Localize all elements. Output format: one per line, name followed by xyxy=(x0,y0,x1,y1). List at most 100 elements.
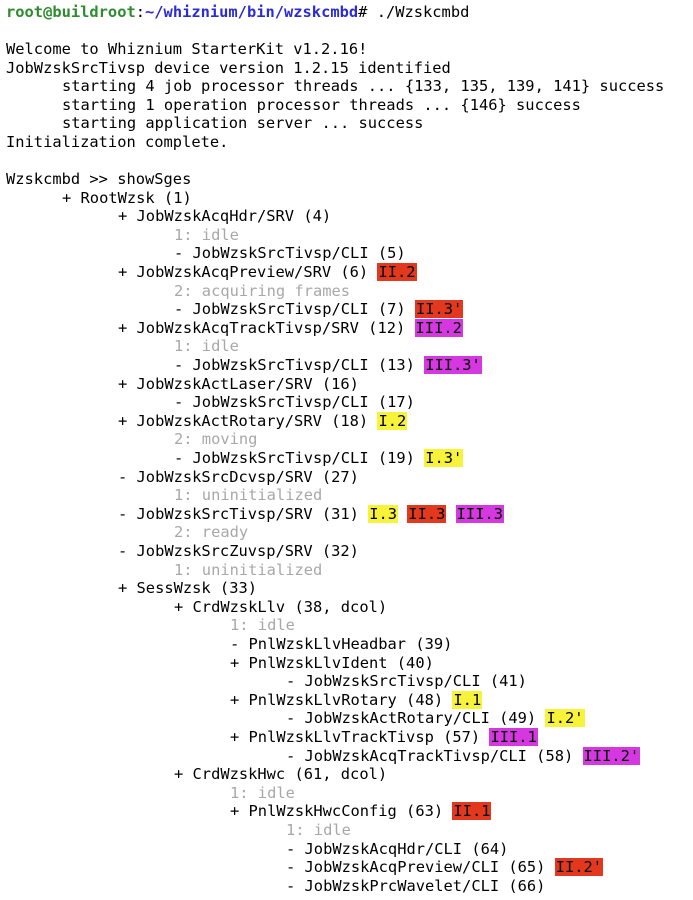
tree-state-text: 2: ready xyxy=(174,523,249,542)
boot-line: Welcome to Whiznium StarterKit v1.2.16! xyxy=(6,40,368,58)
tree-node-label: - JobWzskAcqPreview/CLI (65) xyxy=(286,858,546,877)
tree-state-text: 1: idle xyxy=(174,225,239,244)
tree-state-text: 1: idle xyxy=(286,821,351,839)
state-badge: III.3 xyxy=(455,504,504,523)
tree-node-label: + CrdWzskHwc (61, dcol) xyxy=(174,765,388,784)
tree-node: + JobWzskAcqHdr/SRV (4) xyxy=(118,207,331,226)
tree-node: - JobWzskAcqPreview/CLI (65) II.2' xyxy=(286,858,604,877)
tree-node-label: - JobWzskAcqHdr/CLI (64) xyxy=(286,839,509,858)
tree-node: + CrdWzskLlv (38, dcol) xyxy=(174,598,387,617)
tree-node-label: + PnlWzskHwcConfig (63) xyxy=(230,802,444,821)
tree-node: + JobWzskAcqTrackTivsp/SRV (12) III.2 xyxy=(118,318,463,338)
state-badge: II.3 xyxy=(407,504,447,523)
tree-state-line: 1: idle xyxy=(174,226,239,245)
tree-state-text: 1: idle xyxy=(230,616,295,635)
tree-node: - JobWzskSrcTivsp/CLI (17) xyxy=(174,393,415,412)
tree-node: + JobWzskAcqPreview/SRV (6) II.2 xyxy=(118,263,417,282)
tree-node-label: - JobWzskSrcTivsp/CLI (41) xyxy=(286,672,527,691)
state-badge: III.2' xyxy=(582,746,641,765)
boot-line: starting 4 job processor threads ... {13… xyxy=(62,77,665,96)
shell-prompt-line: root@buildroot:~/whiznium/bin/wzskcmbd# … xyxy=(6,3,469,22)
tree-node-label: - JobWzskSrcZuvsp/SRV (32) xyxy=(118,542,359,560)
tree-node: - JobWzskActRotary/CLI (49) I.2' xyxy=(286,709,585,728)
tree-state-text: 1: idle xyxy=(230,783,295,802)
cli-command-line: Wzskcmbd >> showSges xyxy=(6,170,191,189)
tree-node: + JobWzskActLaser/SRV (16) xyxy=(118,375,359,394)
tree-node-label: - JobWzskSrcTivsp/CLI (17) xyxy=(174,393,415,412)
tree-node: + CrdWzskHwc (61, dcol) xyxy=(174,765,387,784)
shell-command: ./Wzskcmbd xyxy=(376,3,470,21)
tree-node-label: - JobWzskPrcWavelet/CLI (66) xyxy=(286,876,546,895)
state-badge: I.1 xyxy=(452,690,483,709)
tree-node-label: + JobWzskActRotary/SRV (18) xyxy=(118,411,369,430)
tree-node-label: - JobWzskSrcTivsp/CLI (5) xyxy=(174,244,406,263)
state-badge: III.2 xyxy=(414,318,463,337)
tree-node-label: + JobWzskAcqPreview/SRV (6) xyxy=(118,263,369,281)
tree-node: - JobWzskSrcTivsp/CLI (7) II.3' xyxy=(174,300,464,319)
tree-node-label: + CrdWzskLlv (38, dcol) xyxy=(174,597,388,616)
tree-state-text: 1: uninitialized xyxy=(174,486,323,505)
tree-node-label: - JobWzskSrcTivsp/CLI (7) xyxy=(174,300,406,319)
tree-node-label: + PnlWzskLlvTrackTivsp (57) xyxy=(230,728,481,746)
tree-node-label: + PnlWzskLlvRotary (48) xyxy=(230,690,444,709)
tree-node: - JobWzskSrcZuvsp/SRV (32) xyxy=(118,542,359,561)
tree-state-line: 1: idle xyxy=(230,784,295,803)
boot-line: Initialization complete. xyxy=(6,133,229,151)
tree-node-label: + JobWzskActLaser/SRV (16) xyxy=(118,374,359,393)
tree-node-label: - JobWzskSrcTivsp/SRV (31) xyxy=(118,504,359,523)
tree-node: - JobWzskSrcTivsp/CLI (19) I.3' xyxy=(174,449,464,468)
state-badge: I.2' xyxy=(545,709,585,728)
tree-node-label: - JobWzskSrcDcvsp/SRV (27) xyxy=(118,467,359,486)
boot-line: JobWzskSrcTivsp device version 1.2.15 id… xyxy=(6,58,451,77)
tree-state-line: 2: acquiring frames xyxy=(174,282,350,301)
prompt-user-host: root@buildroot xyxy=(6,3,136,21)
tree-node: + RootWzsk (1) xyxy=(62,189,192,208)
tree-state-line: 2: ready xyxy=(174,523,248,542)
cli-command: showSges xyxy=(117,170,192,188)
tree-node: - JobWzskSrcTivsp/CLI (41) xyxy=(286,672,527,691)
tree-node: - JobWzskSrcTivsp/CLI (5) xyxy=(174,244,406,263)
prompt-separator: : xyxy=(135,3,146,21)
tree-node: + JobWzskActRotary/SRV (18) I.2 xyxy=(118,411,408,431)
state-badge: II.2 xyxy=(377,263,417,281)
tree-state-line: 1: uninitialized xyxy=(174,561,322,580)
tree-node: - JobWzskSrcDcvsp/SRV (27) xyxy=(118,468,359,487)
tree-node: + PnlWzskLlvTrackTivsp (57) III.1 xyxy=(230,728,538,747)
tree-node-label: - JobWzskSrcTivsp/CLI (13) xyxy=(174,356,415,374)
tree-state-line: 1: idle xyxy=(286,821,351,840)
tree-node-label: + RootWzsk (1) xyxy=(62,188,192,207)
tree-node-label: + PnlWzskLlvIdent (40) xyxy=(230,653,434,672)
tree-state-line: 1: idle xyxy=(174,337,239,356)
prompt-symbol: # xyxy=(358,3,377,21)
tree-node: - JobWzskAcqHdr/CLI (64) xyxy=(286,840,508,859)
tree-node-label: - JobWzskActRotary/CLI (49) xyxy=(286,709,537,728)
state-badge: I.3' xyxy=(424,449,464,467)
tree-node: - JobWzskPrcWavelet/CLI (66) xyxy=(286,877,545,896)
tree-node: + SessWzsk (33) xyxy=(118,579,257,598)
tree-state-text: 2: acquiring frames xyxy=(174,281,351,300)
tree-node-label: - JobWzskAcqTrackTivsp/CLI (58) xyxy=(286,746,574,765)
tree-node: + PnlWzskHwcConfig (63) II.1 xyxy=(230,802,492,821)
tree-node-label: - JobWzskSrcTivsp/CLI (19) xyxy=(174,449,415,467)
tree-state-text: 1: idle xyxy=(174,337,239,356)
tree-node: - JobWzskSrcTivsp/CLI (13) III.3' xyxy=(174,356,482,375)
tree-state-text: 2: moving xyxy=(174,430,258,449)
tree-state-line: 2: moving xyxy=(174,430,257,449)
state-badge: III.3' xyxy=(424,356,482,374)
tree-node: - JobWzskAcqTrackTivsp/CLI (58) III.2' xyxy=(286,746,641,766)
tree-state-text: 1: uninitialized xyxy=(174,560,323,579)
tree-state-line: 1: uninitialized xyxy=(174,486,322,505)
tree-node: + PnlWzskLlvIdent (40) xyxy=(230,654,434,673)
cli-prompt: Wzskcmbd >> xyxy=(6,170,118,188)
state-badge: II.3' xyxy=(414,300,464,319)
boot-line: starting 1 operation processor threads .… xyxy=(62,95,581,114)
state-badge: II.2' xyxy=(554,858,604,877)
tree-node: + PnlWzskLlvRotary (48) I.1 xyxy=(230,690,483,710)
tree-node-label: + JobWzskAcqTrackTivsp/SRV (12) xyxy=(118,318,406,337)
boot-line: starting application server ... success xyxy=(62,114,424,133)
state-badge: I.3 xyxy=(368,504,399,523)
tree-node-label: + JobWzskAcqHdr/SRV (4) xyxy=(118,207,332,226)
state-badge: III.1 xyxy=(489,728,538,746)
tree-node-label: - PnlWzskLlvHeadbar (39) xyxy=(230,635,453,653)
